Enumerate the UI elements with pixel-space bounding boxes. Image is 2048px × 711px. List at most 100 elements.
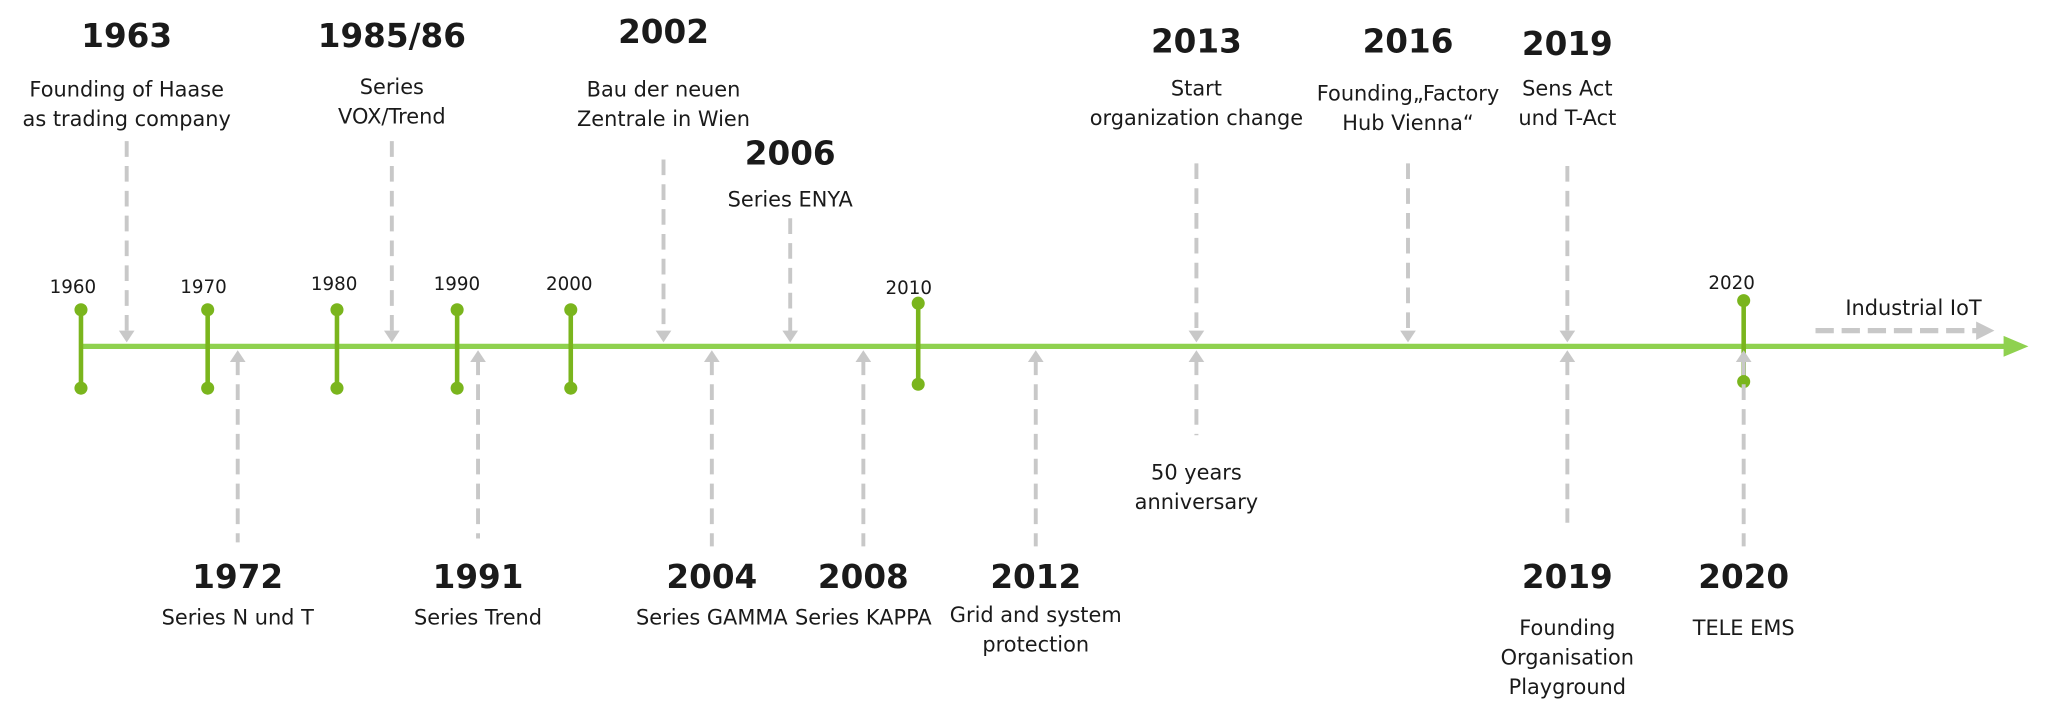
arrow-up-icon	[229, 350, 246, 363]
event-description: Series KAPPA	[795, 606, 932, 630]
event-description: und T-Act	[1518, 106, 1616, 130]
decade-label: 1980	[311, 274, 358, 295]
marker-dot-bottom	[330, 381, 344, 395]
marker-dot-bottom	[1737, 375, 1751, 389]
event-description: TELE EMS	[1692, 616, 1795, 640]
event-description: Zentrale in Wien	[577, 107, 750, 131]
event-year: 1972	[192, 558, 283, 596]
arrow-down-icon	[1400, 330, 1416, 343]
event-description: Bau der neuen	[587, 78, 741, 102]
event-description: as trading company	[23, 107, 231, 131]
event-description: Founding„Factory	[1317, 82, 1499, 106]
arrow-down-icon	[384, 330, 400, 343]
event-year: 2008	[818, 558, 909, 596]
event-description: Series N und T	[162, 606, 314, 630]
industrial-iot-label: Industrial IoT	[1845, 296, 1982, 320]
event-description: 50 years	[1151, 461, 1242, 485]
event-description: Grid and system	[950, 603, 1122, 627]
marker-dot-top	[330, 303, 344, 317]
event-description: Series ENYA	[728, 187, 854, 211]
event-description: Organisation	[1501, 646, 1634, 670]
event-year: 2004	[666, 558, 757, 596]
event-description: Series GAMMA	[636, 606, 788, 630]
decade-marker-2020: 2020	[1708, 273, 1755, 389]
marker-dot-top	[74, 303, 88, 317]
marker-dot-bottom	[564, 381, 578, 395]
arrow-up-icon	[470, 350, 486, 363]
decade-label: 2000	[546, 274, 593, 295]
marker-dot-top	[564, 303, 578, 317]
arrow-up-icon	[704, 350, 720, 363]
event-year: 2019	[1522, 558, 1613, 596]
event-year: 2013	[1151, 22, 1242, 60]
event-description: Sens Act	[1522, 76, 1612, 100]
event-description: Founding	[1519, 616, 1615, 640]
arrow-up-icon	[1027, 350, 1044, 363]
event-description: Series	[360, 75, 424, 99]
event-year: 2002	[618, 13, 709, 51]
marker-dot-top	[911, 296, 925, 310]
event-description: Hub Vienna“	[1342, 111, 1473, 135]
event-anniversary-bottom: 50 years anniversary	[1135, 350, 1258, 514]
arrow-down-icon	[1559, 330, 1576, 343]
event-year: 2019	[1522, 25, 1613, 63]
event-year: 2020	[1698, 558, 1789, 596]
arrow-right-icon	[1976, 321, 1995, 340]
marker-dot-top	[450, 303, 464, 317]
marker-dot-top	[1737, 294, 1751, 308]
decade-label: 2010	[886, 278, 933, 299]
decade-label: 1970	[180, 277, 227, 298]
event-year: 1985/86	[318, 17, 466, 55]
event-year: 1991	[433, 558, 524, 596]
event-description: Founding of Haase	[29, 78, 224, 102]
event-year: 2006	[745, 135, 836, 173]
event-description: Series Trend	[414, 606, 542, 630]
decade-label: 1960	[50, 277, 97, 298]
event-description: VOX/Trend	[338, 105, 446, 129]
marker-dot-bottom	[201, 381, 215, 395]
industrial-iot-indicator: Industrial IoT	[1815, 296, 1995, 340]
event-description: Playground	[1509, 675, 1626, 699]
event-year: 1963	[81, 17, 172, 55]
event-description: Start	[1171, 76, 1222, 100]
marker-dot-bottom	[911, 377, 925, 391]
arrow-up-icon	[1735, 350, 1752, 363]
decade-marker-1990: 1990	[434, 274, 481, 395]
arrow-up-icon	[1188, 350, 1205, 363]
event-description: protection	[982, 633, 1089, 657]
decade-marker-2010: 2010	[886, 278, 933, 391]
marker-dot-top	[201, 303, 215, 317]
axis-arrowhead-icon	[2003, 335, 2029, 357]
event-year: 2016	[1363, 22, 1454, 60]
decade-marker-2000: 2000	[546, 274, 593, 395]
arrow-down-icon	[1188, 330, 1205, 343]
decade-marker-1960: 1960	[50, 277, 97, 395]
event-description: anniversary	[1135, 490, 1258, 514]
event-year: 2012	[990, 558, 1081, 596]
arrow-down-icon	[118, 330, 135, 343]
decade-label: 1990	[434, 274, 481, 295]
marker-dot-bottom	[450, 381, 464, 395]
arrow-down-icon	[655, 330, 672, 343]
arrow-up-icon	[855, 350, 872, 363]
marker-dot-bottom	[74, 381, 88, 395]
decade-label: 2020	[1708, 273, 1755, 294]
decade-marker-1970: 1970	[180, 277, 227, 395]
arrow-down-icon	[782, 330, 799, 343]
arrow-up-icon	[1559, 350, 1576, 363]
event-description: organization change	[1090, 106, 1303, 130]
decade-marker-1980: 1980	[311, 274, 358, 395]
